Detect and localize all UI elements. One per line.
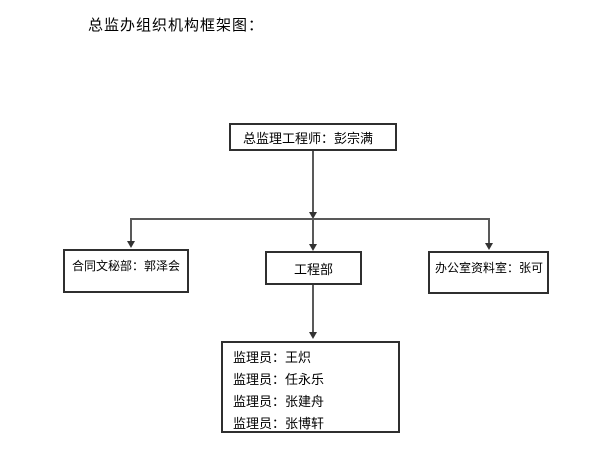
connector-mid-drop <box>312 218 314 244</box>
supervisor-item: 监理员：任永乐 <box>233 373 325 388</box>
node-engineering-dept: 工程部 <box>265 251 362 285</box>
page-title: 总监办组织机构框架图： <box>88 16 265 34</box>
arrow-down-icon <box>309 212 317 219</box>
connector-engineering-drop <box>312 285 314 332</box>
node-office-archive: 办公室资料室：张可 <box>428 251 549 294</box>
node-contract-secretary: 合同文秘部：郭泽会 <box>63 249 189 293</box>
supervisor-item: 监理员：张博轩 <box>233 417 325 432</box>
connector-bus <box>130 218 490 220</box>
node-contract-secretary-label: 合同文秘部：郭泽会 <box>72 259 181 273</box>
node-office-archive-label: 办公室资料室：张可 <box>435 261 544 275</box>
supervisor-item: 监理员：王炽 <box>233 351 312 366</box>
arrow-down-icon <box>127 241 135 248</box>
arrow-down-icon <box>485 243 493 250</box>
node-chief-engineer: 总监理工程师：彭宗满 <box>229 123 397 151</box>
node-chief-engineer-label: 总监理工程师：彭宗满 <box>243 131 374 147</box>
connector-root-drop <box>312 151 314 212</box>
node-supervisors-list: 监理员：王炽 监理员：任永乐 监理员：张建舟 监理员：张博轩 <box>221 341 400 433</box>
connector-left-drop <box>130 218 132 241</box>
node-engineering-dept-label: 工程部 <box>293 262 333 278</box>
connector-right-drop <box>488 218 490 243</box>
arrow-down-icon <box>309 244 317 251</box>
supervisor-item: 监理员：张建舟 <box>233 395 325 410</box>
arrow-down-icon <box>309 332 317 339</box>
